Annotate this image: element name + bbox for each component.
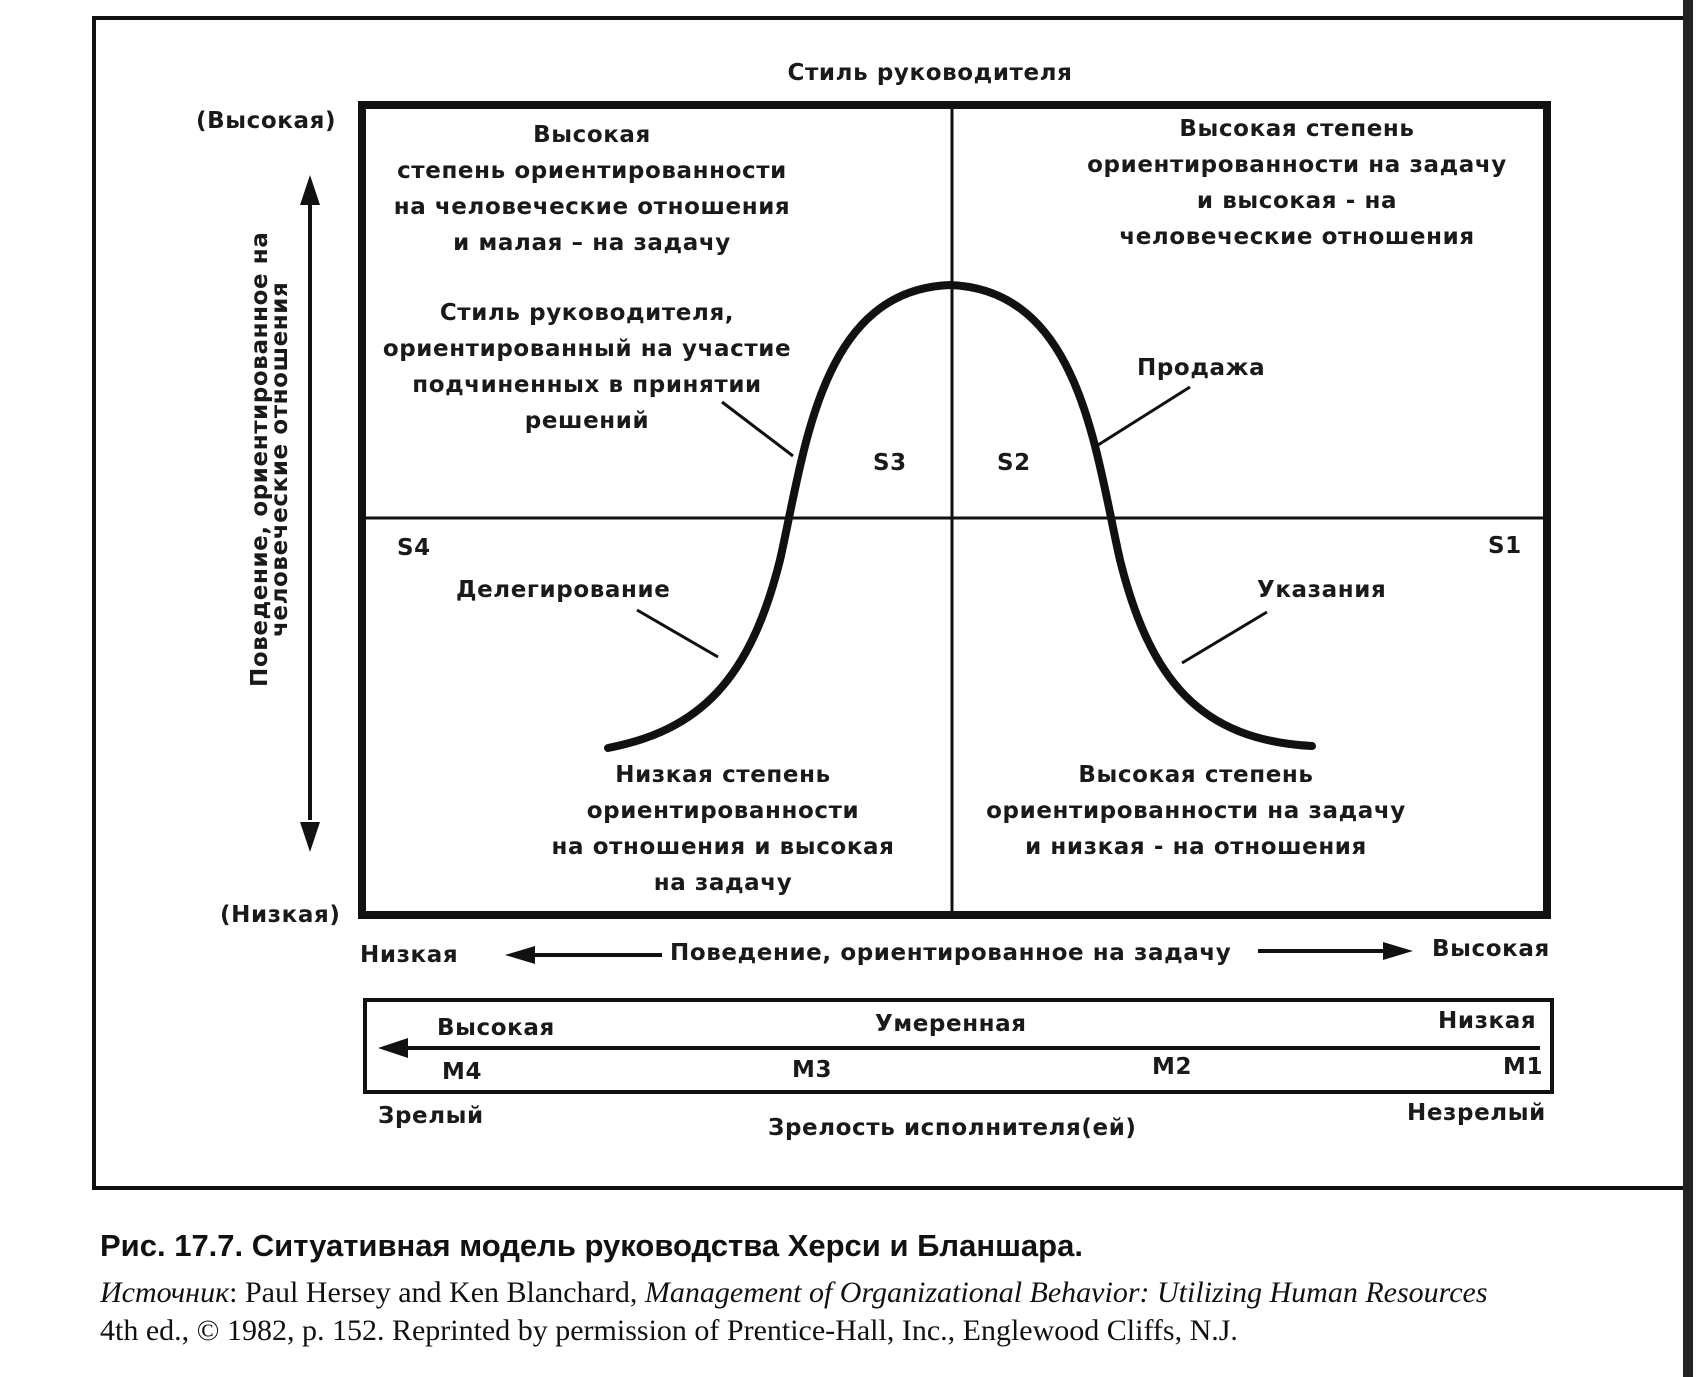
style-participating-label: Стиль руководителя, ориентированный на у… [382,300,792,434]
caption-source-book: Management of Organizational Behavior: U… [644,1276,1488,1309]
maturity-m1-label: M1 [1503,1054,1544,1080]
quadrant-bottom-right-text: Высокая степень ориентированности на зад… [986,762,1406,860]
style-code-s1: S1 [1488,533,1522,559]
caption-source-authors: : Paul Hersey and Ken Blanchard, [229,1276,645,1309]
y-axis-arrow-up [300,175,320,205]
style-delegating-label: Делегирование [456,577,671,603]
leader-line-participating [721,400,794,458]
style-code-s4: S4 [397,535,431,561]
quadrant-bottom-left-text: Низкая степень ориентированности на отно… [551,762,895,896]
figure-caption: Рис. 17.7. Ситуативная модель руководств… [100,1228,1690,1350]
caption-source-line2: 4th ed., © 1982, p. 152. Reprinted by pe… [100,1314,1238,1347]
leader-line-telling [1181,610,1268,665]
maturity-m2-label: M2 [1152,1054,1193,1080]
style-selling-label: Продажа [1137,355,1266,381]
caption-title: Рис. 17.7. Ситуативная модель руководств… [100,1228,1083,1263]
maturity-high-label: Высокая [437,1015,555,1041]
maturity-axis-label: Зрелость исполнителя(ей) [768,1115,1137,1141]
x-axis-arrow-left [505,946,535,964]
style-code-s3: S3 [873,450,907,476]
maturity-arrow-left [378,1038,408,1058]
y-axis-high-label: (Высокая) [196,108,337,134]
maturity-immature-label: Незрелый [1407,1100,1546,1126]
maturity-mature-label: Зрелый [378,1103,484,1129]
quadrant-top-left-text: Высокая степень ориентированности на чел… [393,122,791,256]
quadrant-top-right-text: Высокая степень ориентированности на зад… [1087,116,1507,250]
style-telling-label: Указания [1257,577,1387,603]
caption-source: Источник: Paul Hersey and Ken Blanchard,… [100,1274,1690,1350]
x-axis-high-label: Высокая [1432,936,1550,962]
caption-source-prefix: Источник [100,1276,230,1309]
maturity-box [363,998,1554,1094]
leader-style-title: Стиль руководителя [787,60,1073,86]
x-axis-arrow-right [1383,942,1413,960]
maturity-low-label: Низкая [1438,1008,1537,1034]
x-axis-label: Поведение, ориентированное на задачу [670,940,1232,966]
leadership-style-curve [604,280,1316,752]
y-axis-low-label: (Низкая) [220,902,341,928]
style-matrix-box [358,101,1551,919]
maturity-moderate-label: Умеренная [875,1011,1027,1037]
leader-line-delegating [636,608,719,659]
y-axis-label-line2: человеческие отношения [267,281,293,637]
leader-line-selling [1097,385,1191,447]
maturity-m4-label: M4 [442,1059,483,1085]
y-axis-arrow-down [300,822,320,852]
x-axis-low-label: Низкая [360,942,459,968]
maturity-m3-label: M3 [792,1057,833,1083]
style-code-s2: S2 [997,450,1031,476]
